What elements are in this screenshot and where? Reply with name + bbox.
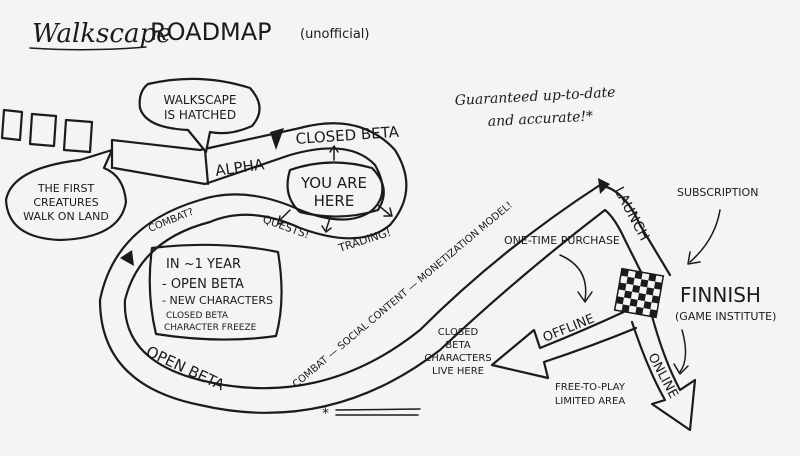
- closed-beta-chars-line-1: CLOSED: [438, 327, 479, 338]
- bubble-hatched-line-2: IS HATCHED: [164, 108, 236, 122]
- one-time-arrow: [559, 254, 587, 301]
- bubble-creatures-line-2: CREATURES: [33, 196, 98, 209]
- tile-3: [62, 118, 94, 154]
- one-time-arrowhead: [577, 291, 593, 303]
- bubble-hatched-outline: [138, 77, 261, 154]
- checker-square: [651, 295, 660, 304]
- label-alpha: ALPHA: [214, 155, 266, 180]
- free-to-play-line-2: LIMITED AREA: [555, 396, 626, 407]
- branches: [490, 209, 721, 432]
- title-walkscape: Walkscape: [32, 19, 171, 49]
- arrow-down-icon: [321, 217, 332, 233]
- checkered-finish-flag: [613, 267, 665, 319]
- footnote-scribble: [335, 408, 421, 416]
- checker-square: [632, 284, 641, 294]
- year-box-item-4: CHARACTER FREEZE: [164, 323, 257, 333]
- tile-1: [0, 108, 24, 142]
- bubble-you-are-here-outline: [286, 161, 385, 218]
- bubble-creatures: THE FIRST CREATURES WALK ON LAND: [4, 148, 128, 242]
- bubble-you-are-here: YOU ARE HERE: [277, 145, 393, 233]
- checker-square: [654, 281, 663, 290]
- bubble-creatures-line-3: WALK ON LAND: [23, 210, 109, 223]
- checker-square: [629, 298, 638, 307]
- checker-square: [623, 290, 633, 299]
- open-beta-flag-icon: [120, 250, 134, 266]
- tagline-line2: and accurate!*: [487, 108, 593, 129]
- label-open-beta: OPEN BETA: [143, 342, 228, 394]
- checker-square: [637, 293, 646, 302]
- main-road: [98, 122, 672, 414]
- closed-beta-chars-line-4: LIVE HERE: [432, 366, 484, 377]
- label-offline: OFFLINE: [541, 311, 597, 345]
- bubble-creatures-line-1: THE FIRST: [37, 182, 95, 195]
- checker-square: [635, 306, 644, 315]
- label-game-institute: (GAME INSTITUTE): [675, 310, 776, 323]
- checker-square: [649, 309, 658, 318]
- checker-square: [615, 296, 624, 305]
- closed-beta-chars-line-2: BETA: [445, 340, 471, 351]
- checker-square: [626, 276, 635, 285]
- year-box-item-2: - NEW CHARACTERS: [162, 294, 273, 307]
- label-subscription: SUBSCRIPTION: [677, 186, 758, 199]
- checker-square: [645, 287, 655, 296]
- year-box-outline: [148, 243, 283, 341]
- you-are-here-line-1: YOU ARE: [300, 174, 367, 192]
- year-box-item-3: CLOSED BETA: [166, 311, 229, 321]
- checker-square: [640, 279, 649, 288]
- tile-2: [28, 112, 58, 148]
- closed-beta-chars-line-3: CHARACTERS: [424, 353, 491, 364]
- label-one-time-purchase: ONE-TIME PURCHASE: [504, 234, 620, 247]
- subscription-arrowhead: [687, 251, 701, 265]
- arrow-up-icon: [329, 145, 339, 161]
- subscription-arrow: [689, 209, 721, 263]
- road-inner-edge: [98, 147, 652, 414]
- arrow-downleft-icon: [277, 209, 291, 225]
- finnish-arrow: [679, 329, 687, 373]
- checker-square: [643, 301, 652, 310]
- you-are-here-line-2: HERE: [314, 192, 355, 210]
- closed-beta-flag-icon: [270, 128, 284, 150]
- year-box: IN ~1 YEAR - OPEN BETA - NEW CHARACTERS …: [148, 243, 283, 341]
- tagline-line1: Guaranteed up-to-date: [454, 85, 616, 109]
- free-to-play-line-1: FREE-TO-PLAY: [555, 382, 626, 393]
- road-outer-edge: [110, 122, 672, 390]
- bubble-hatched-line-1: WALKSCAPE: [164, 93, 237, 107]
- title-unofficial: (unofficial): [300, 27, 369, 42]
- label-trading: TRADING!: [336, 226, 393, 255]
- checker-square: [648, 273, 657, 282]
- label-quests: QUESTS!: [261, 213, 311, 242]
- title-roadmap: ROADMAP: [150, 18, 272, 46]
- title-underline: [29, 46, 147, 51]
- arrow-downright-icon: [377, 204, 393, 217]
- year-box-item-1: - OPEN BETA: [162, 277, 244, 292]
- label-finnish: FINNISH: [680, 283, 761, 307]
- path-tiles: [0, 108, 94, 154]
- checker-square: [618, 282, 627, 291]
- alpha-marker: [203, 148, 210, 186]
- bubble-hatched: WALKSCAPE IS HATCHED: [138, 77, 261, 154]
- online-arrow: [630, 314, 697, 432]
- bubble-creatures-outline: [4, 148, 128, 242]
- checker-square: [634, 271, 643, 280]
- finnish-arrowhead: [673, 363, 689, 375]
- footnote-asterisk: *: [322, 406, 329, 422]
- offline-arrow: [490, 308, 638, 380]
- launch-flag-icon: [598, 178, 610, 194]
- checker-square: [620, 268, 629, 277]
- year-box-title: IN ~1 YEAR: [166, 257, 241, 272]
